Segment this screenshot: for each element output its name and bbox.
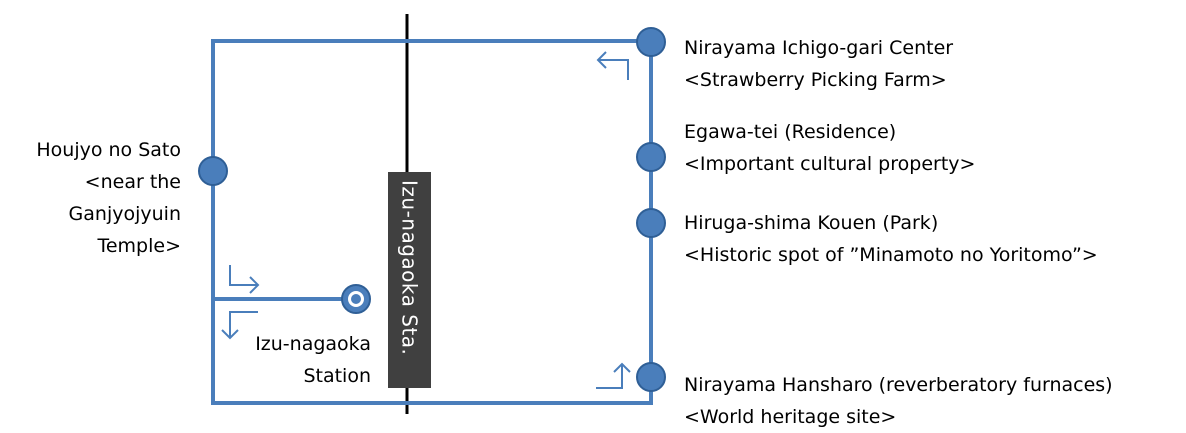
ring-circle-icon[interactable] bbox=[341, 284, 371, 314]
stop-houjyo-icon[interactable] bbox=[198, 156, 228, 186]
bent-arrow-icon bbox=[596, 362, 631, 389]
label-egawa: Egawa-tei (Residence) <Important cultura… bbox=[684, 121, 976, 175]
station-box bbox=[388, 172, 431, 388]
station-box-label: Izu-nagaoka Sta. bbox=[397, 180, 422, 356]
stop-egawa-icon[interactable] bbox=[636, 142, 666, 172]
route-loop bbox=[211, 39, 653, 405]
stop-hiruga-icon[interactable] bbox=[636, 208, 666, 238]
bent-arrow-icon bbox=[221, 311, 258, 340]
label-hiruga: Hiruga-shima Kouen (Park) <Historic spot… bbox=[684, 212, 1098, 266]
stop-hansharo-icon[interactable] bbox=[636, 362, 666, 392]
label-houjyo: Houjyo no Sato <near the Ganjyojyuin Tem… bbox=[36, 139, 181, 257]
label-ichigo: Nirayama Ichigo-gari Center <Strawberry … bbox=[684, 37, 954, 91]
stop-ichigo-icon[interactable] bbox=[636, 27, 666, 57]
bent-arrow-icon bbox=[596, 51, 629, 80]
label-station: Izu-nagaoka Station bbox=[255, 333, 371, 387]
bent-arrow-icon bbox=[229, 265, 260, 294]
label-hansharo: Nirayama Hansharo (reverberatory furnace… bbox=[684, 374, 1113, 428]
